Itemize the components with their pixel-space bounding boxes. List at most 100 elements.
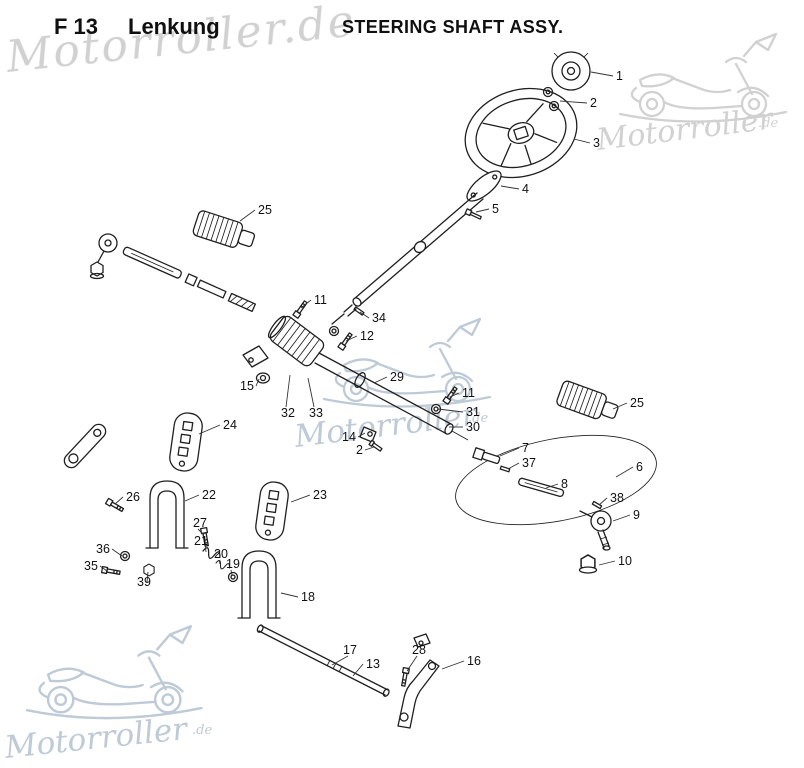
part-label-27: 27: [193, 516, 207, 530]
part-label-3: 3: [593, 136, 600, 150]
bolt-35: [100, 566, 122, 577]
leader-line-part-10: [598, 560, 616, 566]
part-label-2: 2: [356, 443, 363, 457]
rack-housing: [314, 352, 469, 441]
part-label-23: 23: [313, 488, 327, 502]
steering-column: [331, 170, 502, 325]
leader-line-part-35: [99, 565, 108, 572]
tie-rod-group-outline: [455, 434, 657, 526]
bolt-26: [104, 497, 125, 514]
part-label-38: 38: [610, 491, 624, 505]
washer-12: [328, 325, 340, 337]
part-label-16: 16: [467, 654, 481, 668]
part-label-20: 20: [214, 547, 228, 561]
watermark-tld-bottom-left: .de: [192, 723, 212, 738]
part-label-9: 9: [633, 508, 640, 522]
part-label-6: 6: [636, 460, 643, 474]
part-label-4: 4: [522, 182, 529, 196]
part-label-12: 12: [360, 329, 374, 343]
part-label-14: 14: [342, 430, 356, 444]
bracket-16: [397, 659, 440, 729]
bolt-11-upper: [292, 299, 309, 319]
part-label-33: 33: [309, 406, 323, 420]
part-label-21: 21: [194, 534, 208, 548]
bolt-12: [337, 331, 354, 351]
part-label-5: 5: [492, 202, 499, 216]
part-label-26: 26: [126, 490, 140, 504]
part-label-25: 25: [630, 396, 644, 410]
leader-line-part-7: [499, 447, 520, 457]
inner-tie-rod-fitting-7: [472, 447, 501, 465]
part-label-25: 25: [258, 203, 272, 217]
support-arm: [63, 423, 107, 469]
part-label-8: 8: [561, 477, 568, 491]
leader-line-part-12: [345, 335, 358, 342]
clevis-bracket-14: [359, 426, 383, 452]
part-label-34: 34: [372, 311, 386, 325]
leader-line-part-34: [359, 311, 370, 319]
part-label-32: 32: [281, 406, 295, 420]
leader-line-part-26: [114, 496, 124, 505]
pin-37: [499, 465, 511, 473]
leader-line-part-14: [357, 432, 366, 438]
leader-line-part-4: [500, 185, 520, 190]
mount-pad-23: [253, 479, 291, 543]
diagram-art: [63, 51, 657, 729]
leader-line-part-18: [280, 592, 299, 598]
leader-line-part-11: [449, 392, 460, 398]
section-code: F 13: [54, 14, 98, 39]
leader-line-part-20: [218, 559, 221, 565]
leader-line-part-25: [239, 209, 256, 222]
leader-line-part-28: [406, 655, 418, 672]
part-label-1: 1: [616, 69, 623, 83]
leader-line-part-21: [204, 540, 207, 553]
part-label-18: 18: [301, 590, 315, 604]
part-label-2: 2: [590, 96, 597, 110]
rubber-boot-right: [554, 379, 622, 426]
part-label-19: 19: [226, 557, 240, 571]
leader-line-part-31: [437, 408, 464, 413]
flange-nut-10: [578, 554, 598, 574]
watermark-tld-top-right: .de: [758, 116, 778, 131]
tie-rod-end-right-9: [579, 510, 612, 551]
bellows-clamp: [267, 315, 287, 339]
rack-bellows: [269, 315, 325, 367]
steering-shaft-cap: [551, 51, 591, 91]
leader-line-part-27: [197, 528, 205, 536]
stirrup-bracket-18: [237, 550, 281, 619]
tie-rod-left: [122, 246, 257, 313]
rack-mount-bracket: [242, 345, 271, 384]
watermark-text-top-left: Motorroller.de: [3, 0, 358, 83]
leader-line-part-11: [300, 299, 312, 309]
bolt-28: [399, 666, 410, 688]
leader-line-part-39: [146, 571, 149, 583]
leader-line-part-2: [364, 446, 375, 451]
scooter-logo-bottom-left: [25, 624, 203, 720]
pin-38: [591, 500, 603, 510]
leader-line-part-22: [184, 494, 200, 502]
leader-line-part-8: [545, 483, 559, 489]
part-label-35: 35: [84, 559, 98, 573]
leader-line-part-36: [111, 548, 123, 557]
leader-line-part-38: [598, 497, 608, 506]
part-label-11: 11: [314, 293, 327, 307]
part-label-10: 10: [618, 554, 632, 568]
page-title-english: STEERING SHAFT ASSY.: [342, 17, 563, 37]
part-label-11: 11: [462, 386, 475, 400]
part-label-29: 29: [390, 370, 404, 384]
leader-line-part-19: [230, 569, 233, 576]
part-label-13: 13: [366, 657, 380, 671]
leader-line-part-2: [559, 100, 588, 104]
leader-line-part-6: [615, 466, 634, 478]
page-title-german: Lenkung: [128, 14, 220, 39]
part-label-30: 30: [466, 420, 480, 434]
watermark-text-top-right: Motorroller: [594, 101, 777, 158]
leader-line-part-3: [573, 138, 591, 144]
leader-line-part-13: [352, 663, 364, 677]
leader-line-part-37: [507, 462, 520, 470]
leader-line-part-9: [612, 514, 631, 522]
stirrup-bracket-22: [145, 480, 189, 549]
part-label-15: 15: [240, 379, 254, 393]
column-bolt: [464, 208, 482, 220]
